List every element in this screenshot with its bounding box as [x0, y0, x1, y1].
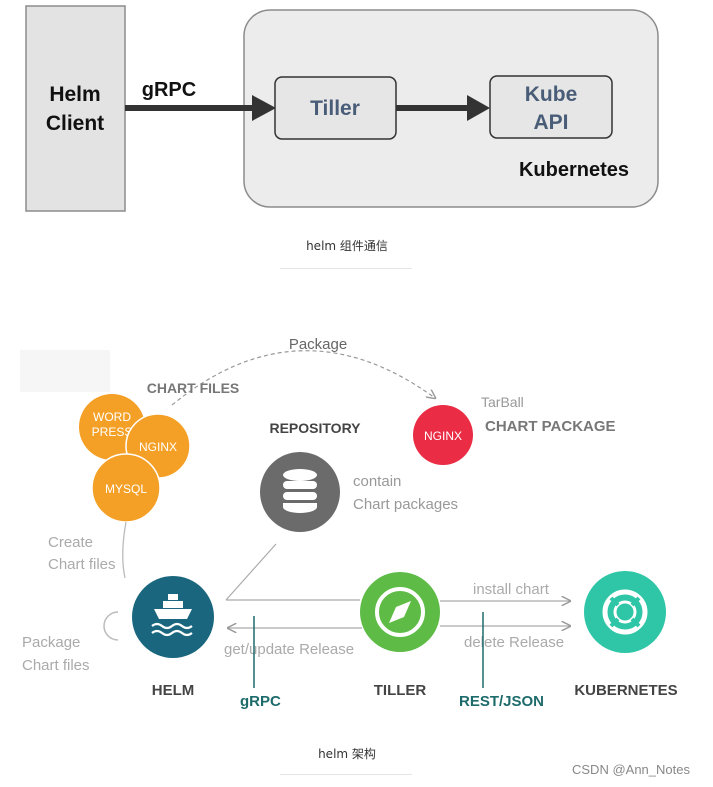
ship-icon [151, 594, 193, 637]
chart-package-circle [413, 405, 473, 465]
repository-label: REPOSITORY [269, 420, 361, 436]
chart-files-label: CHART FILES [147, 380, 240, 396]
tiller-kube-arrowhead [467, 95, 490, 121]
chart-package-nginx-label: NGINX [424, 429, 462, 443]
create-label-2: Chart files [48, 556, 116, 573]
kubernetes-cluster-label: Kubernetes [519, 159, 629, 181]
pkg-label-2: Chart files [22, 657, 90, 674]
helm-client-label-1: Helm [49, 83, 100, 106]
lifebuoy-icon [602, 589, 648, 635]
package-dashed-arrow [171, 350, 435, 406]
tiller-label: TILLER [374, 682, 427, 699]
watermark: CSDN @Ann_Notes [572, 762, 690, 777]
wordpress-label-1: WORD [93, 410, 131, 424]
kube-api-label-1: Kube [525, 83, 578, 106]
helm-client-label-2: Client [46, 112, 104, 135]
mysql-label: MYSQL [105, 482, 147, 496]
tarball-label: TarBall [481, 394, 524, 410]
grpc-label: gRPC [142, 79, 196, 101]
package-label: Package [289, 336, 347, 353]
delete-release-label: delete Release [464, 634, 564, 651]
wordpress-label-2: PRESS [92, 425, 133, 439]
component-diagram: Helm Client Kubernetes gRPC Tiller Kube … [25, 5, 659, 212]
repo-helm-connector [225, 543, 277, 601]
bottom-caption-divider [280, 774, 412, 775]
helm-client-box [25, 5, 126, 212]
pkg-label-1: Package [22, 634, 80, 651]
kubernetes-circle [584, 571, 666, 653]
top-caption-divider [280, 268, 412, 269]
install-chart-label: install chart [473, 581, 550, 598]
architecture-diagram: Package CHART FILES WORD PRESS NGINX MYS… [20, 336, 678, 710]
contain-label-2: Chart packages [353, 496, 458, 513]
nginx-label: NGINX [139, 440, 177, 454]
grpc-protocol-label: gRPC [240, 693, 281, 710]
tiller-label: Tiller [310, 97, 360, 120]
rest-json-label: REST/JSON [459, 693, 544, 710]
background-panel [20, 350, 110, 392]
database-icon [283, 469, 317, 513]
create-label-1: Create [48, 534, 93, 551]
get-update-label: get/update Release [224, 641, 354, 658]
kubernetes-label: KUBERNETES [574, 682, 677, 699]
helm-label: HELM [152, 682, 195, 699]
bottom-caption: helm 架构 [318, 747, 376, 761]
create-chart-connector [122, 521, 127, 579]
package-loop-arrow [103, 611, 119, 641]
contain-label-1: contain [353, 473, 401, 490]
grpc-arrowhead [252, 95, 276, 121]
top-caption: helm 组件通信 [306, 239, 388, 253]
kube-api-box [489, 75, 613, 139]
kube-api-label-2: API [533, 111, 568, 134]
chart-package-label: CHART PACKAGE [485, 418, 616, 435]
compass-icon [375, 587, 425, 637]
